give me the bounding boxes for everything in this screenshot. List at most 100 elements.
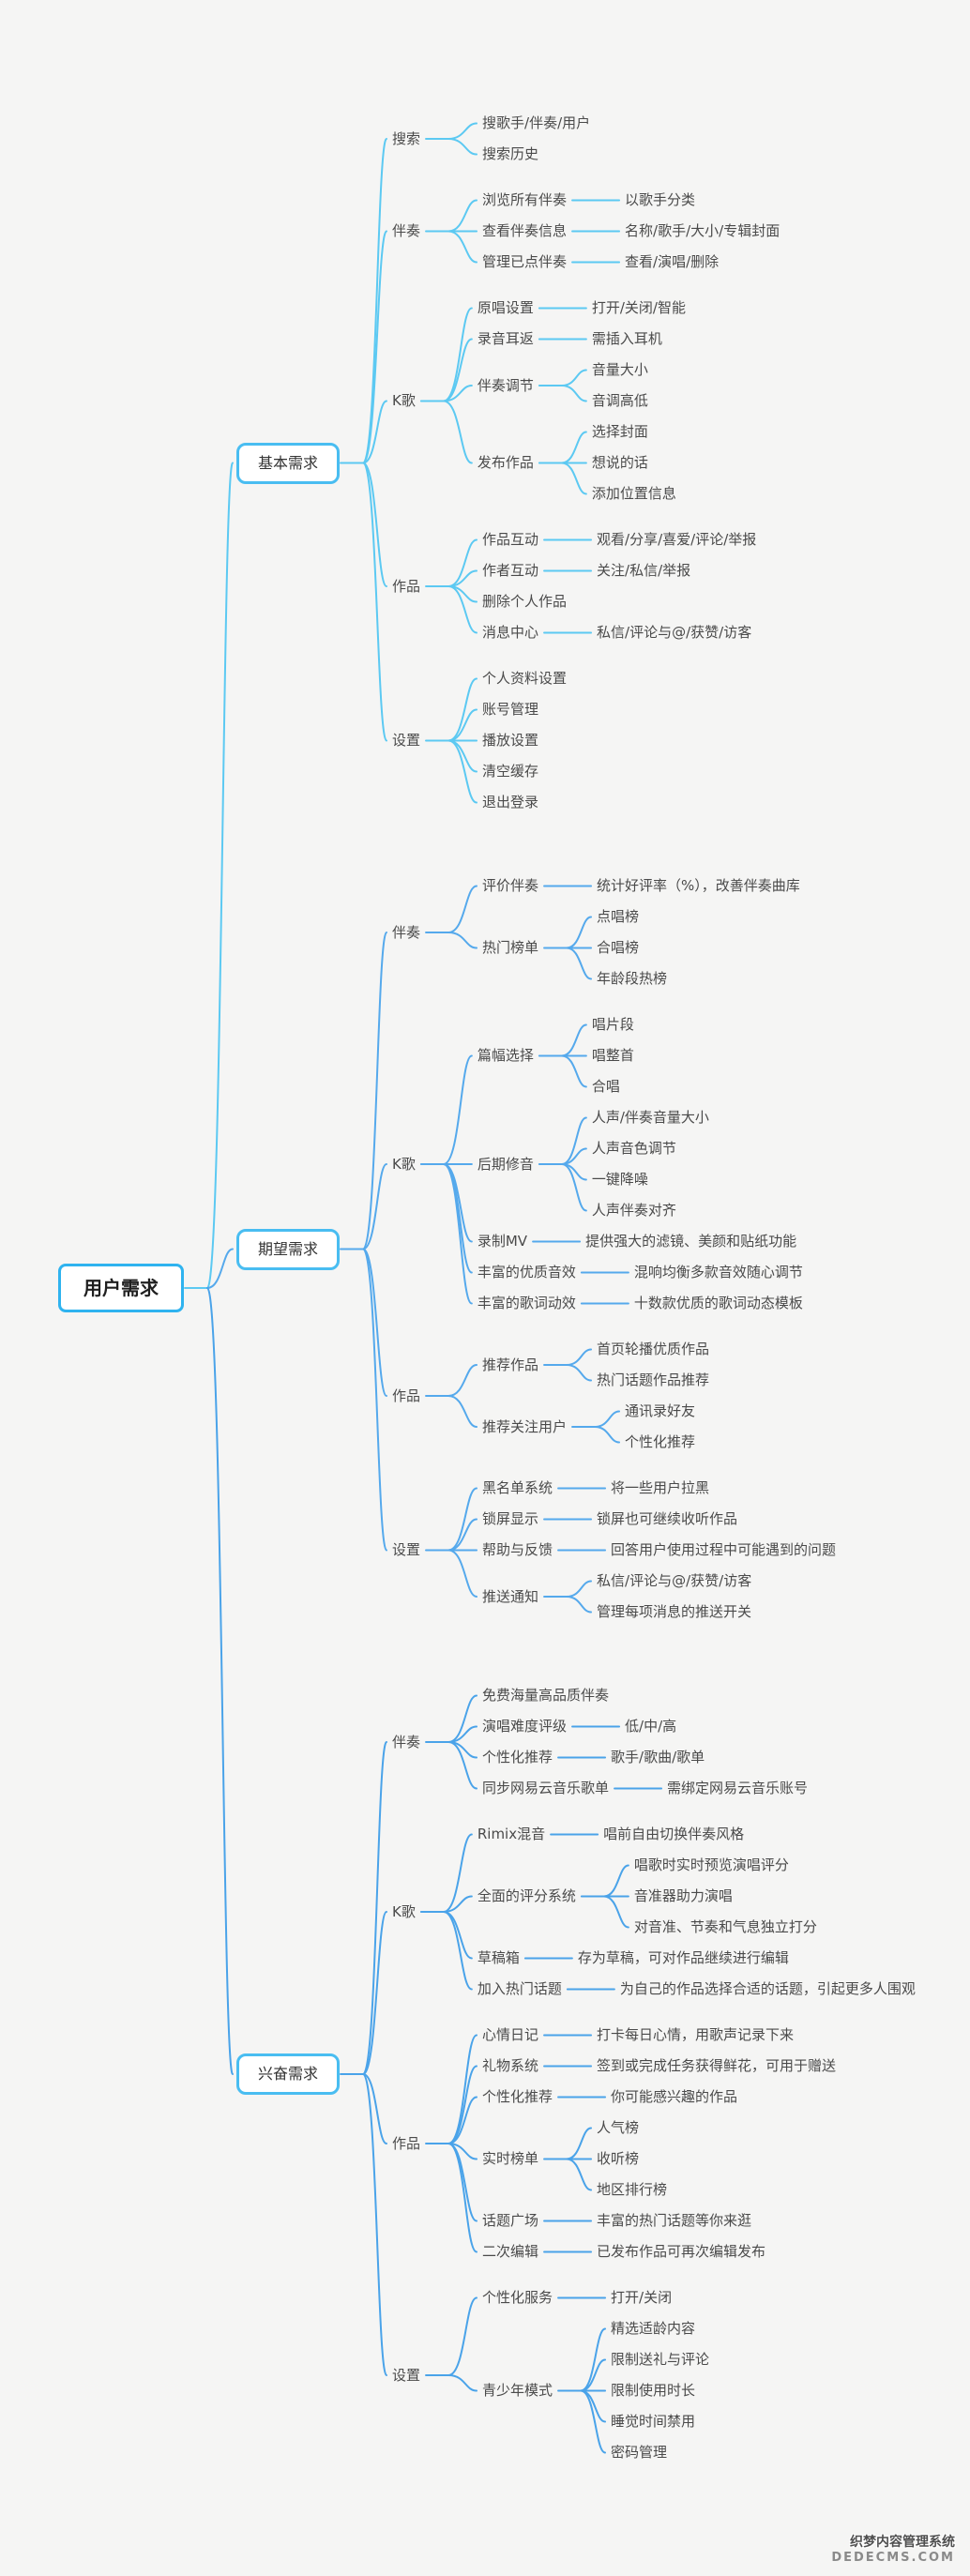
- sub-topic[interactable]: 加入热门话题: [477, 1980, 562, 1997]
- sub-topic[interactable]: 个性化推荐: [482, 1749, 553, 1765]
- sub-topic[interactable]: 伴奏: [392, 1733, 421, 1750]
- sub-topic[interactable]: 设置: [392, 2366, 421, 2384]
- leaf-topic[interactable]: 地区排行榜: [597, 2181, 668, 2198]
- leaf-topic[interactable]: 提供强大的滤镜、美颜和贴纸功能: [585, 1233, 797, 1250]
- sub-topic[interactable]: 心情日记: [482, 2026, 539, 2043]
- leaf-topic[interactable]: 搜歌手/伴奏/用户: [482, 114, 591, 131]
- sub-topic[interactable]: 礼物系统: [482, 2057, 539, 2074]
- leaf-topic[interactable]: 人声音色调节: [591, 1140, 676, 1157]
- leaf-topic[interactable]: 人声伴奏对齐: [591, 1202, 676, 1219]
- leaf-topic[interactable]: 限制使用时长: [611, 2382, 696, 2399]
- leaf-topic[interactable]: 打卡每日心情，用歌声记录下来: [597, 2026, 795, 2043]
- sub-topic[interactable]: 发布作品: [477, 454, 534, 471]
- leaf-topic[interactable]: 账号管理: [482, 701, 539, 718]
- sub-topic[interactable]: 后期修音: [477, 1155, 534, 1173]
- leaf-topic[interactable]: 收听榜: [597, 2150, 640, 2167]
- leaf-topic[interactable]: 热门话题作品推荐: [597, 1371, 710, 1388]
- sub-topic[interactable]: 二次编辑: [482, 2243, 539, 2260]
- sub-topic[interactable]: 实时榜单: [482, 2150, 539, 2167]
- sub-topic[interactable]: 作品: [392, 577, 421, 595]
- sub-topic[interactable]: 原唱设置: [477, 299, 534, 316]
- leaf-topic[interactable]: 清空缓存: [482, 763, 539, 780]
- sub-topic[interactable]: 个性化服务: [482, 2289, 553, 2306]
- leaf-topic[interactable]: 需绑定网易云音乐账号: [667, 1780, 809, 1796]
- sub-topic[interactable]: 推荐作品: [482, 1356, 539, 1373]
- leaf-topic[interactable]: 打开/关闭: [611, 2289, 673, 2306]
- leaf-topic[interactable]: 退出登录: [482, 794, 539, 811]
- sub-topic[interactable]: 热门榜单: [482, 939, 539, 956]
- sub-topic[interactable]: K歌: [392, 1902, 416, 1920]
- leaf-topic[interactable]: 已发布作品可再次编辑发布: [597, 2243, 766, 2260]
- leaf-topic[interactable]: 限制送礼与评论: [611, 2351, 710, 2368]
- leaf-topic[interactable]: 个人资料设置: [482, 670, 568, 687]
- leaf-topic[interactable]: 需插入耳机: [591, 330, 662, 347]
- leaf-topic[interactable]: 十数款优质的歌词动态模板: [633, 1295, 803, 1311]
- leaf-topic[interactable]: 丰富的热门话题等你来逛: [597, 2212, 752, 2229]
- leaf-topic[interactable]: 音量大小: [591, 361, 648, 378]
- sub-topic[interactable]: K歌: [392, 392, 416, 409]
- leaf-topic[interactable]: 删除个人作品: [482, 593, 568, 610]
- sub-topic[interactable]: 篇幅选择: [477, 1047, 534, 1064]
- leaf-topic[interactable]: 年龄段热榜: [597, 970, 668, 987]
- sub-topic[interactable]: 个性化推荐: [482, 2088, 553, 2105]
- leaf-topic[interactable]: 对音准、节奏和气息独立打分: [633, 1918, 817, 1935]
- sub-topic[interactable]: 录制MV: [477, 1233, 528, 1250]
- leaf-topic[interactable]: 关注/私信/举报: [597, 562, 691, 579]
- leaf-topic[interactable]: 睡觉时间禁用: [611, 2413, 696, 2430]
- leaf-topic[interactable]: 观看/分享/喜爱/评论/举报: [597, 531, 757, 548]
- sub-topic[interactable]: 作者互动: [482, 562, 539, 579]
- sub-topic[interactable]: 设置: [392, 732, 421, 749]
- branch-topic[interactable]: 期望需求: [236, 1228, 341, 1270]
- leaf-topic[interactable]: 播放设置: [482, 732, 539, 749]
- leaf-topic[interactable]: 一键降噪: [591, 1171, 648, 1188]
- leaf-topic[interactable]: 统计好评率（%），改善伴奏曲库: [597, 877, 800, 894]
- sub-topic[interactable]: 同步网易云音乐歌单: [482, 1780, 610, 1796]
- leaf-topic[interactable]: 查看/演唱/删除: [625, 253, 720, 270]
- sub-topic[interactable]: 全面的评分系统: [477, 1887, 576, 1904]
- sub-topic[interactable]: 演唱难度评级: [482, 1718, 568, 1735]
- leaf-topic[interactable]: 合唱榜: [597, 939, 640, 956]
- sub-topic[interactable]: 伴奏: [392, 923, 421, 941]
- leaf-topic[interactable]: 私信/评论与@/获赞/访客: [597, 624, 752, 641]
- sub-topic[interactable]: 设置: [392, 1541, 421, 1558]
- sub-topic[interactable]: 作品: [392, 1386, 421, 1404]
- sub-topic[interactable]: 管理已点伴奏: [482, 253, 568, 270]
- leaf-topic[interactable]: 存为草稿，可对作品继续进行编辑: [577, 1949, 789, 1966]
- sub-topic[interactable]: 话题广场: [482, 2212, 539, 2229]
- sub-topic[interactable]: 推送通知: [482, 1587, 539, 1605]
- leaf-topic[interactable]: 锁屏也可继续收听作品: [597, 1510, 738, 1527]
- leaf-topic[interactable]: 音调高低: [591, 392, 648, 409]
- leaf-topic[interactable]: 签到或完成任务获得鲜花，可用于赠送: [597, 2057, 837, 2074]
- sub-topic[interactable]: 查看伴奏信息: [482, 222, 568, 239]
- sub-topic[interactable]: K歌: [392, 1155, 416, 1173]
- sub-topic[interactable]: 锁屏显示: [482, 1510, 539, 1527]
- leaf-topic[interactable]: 免费海量高品质伴奏: [482, 1687, 610, 1704]
- leaf-topic[interactable]: 想说的话: [591, 454, 648, 471]
- sub-topic[interactable]: 伴奏调节: [477, 376, 534, 394]
- leaf-topic[interactable]: 名称/歌手/大小/专辑封面: [625, 222, 781, 239]
- leaf-topic[interactable]: 搜索历史: [482, 145, 539, 162]
- sub-topic[interactable]: 消息中心: [482, 624, 539, 641]
- sub-topic[interactable]: 帮助与反馈: [482, 1541, 553, 1558]
- leaf-topic[interactable]: 通讯录好友: [625, 1402, 696, 1419]
- leaf-topic[interactable]: 唱片段: [591, 1016, 634, 1033]
- sub-topic[interactable]: Rimix混音: [477, 1826, 546, 1842]
- sub-topic[interactable]: 黑名单系统: [482, 1479, 553, 1496]
- leaf-topic[interactable]: 人气榜: [597, 2119, 640, 2136]
- leaf-topic[interactable]: 添加位置信息: [591, 485, 676, 502]
- leaf-topic[interactable]: 你可能感兴趣的作品: [611, 2088, 738, 2105]
- sub-topic[interactable]: 录音耳返: [477, 330, 534, 347]
- leaf-topic[interactable]: 歌手/歌曲/歌单: [611, 1749, 705, 1765]
- leaf-topic[interactable]: 混响均衡多款音效随心调节: [633, 1264, 803, 1280]
- sub-topic[interactable]: 搜索: [392, 129, 421, 147]
- leaf-topic[interactable]: 合唱: [591, 1078, 620, 1095]
- leaf-topic[interactable]: 首页轮播优质作品: [597, 1341, 710, 1357]
- leaf-topic[interactable]: 音准器助力演唱: [633, 1887, 733, 1904]
- leaf-topic[interactable]: 个性化推荐: [625, 1433, 696, 1450]
- branch-topic[interactable]: 兴奋需求: [236, 2053, 341, 2095]
- leaf-topic[interactable]: 精选适龄内容: [611, 2320, 696, 2337]
- sub-topic[interactable]: 丰富的优质音效: [477, 1264, 576, 1280]
- sub-topic[interactable]: 青少年模式: [482, 2382, 553, 2399]
- sub-topic[interactable]: 浏览所有伴奏: [482, 191, 568, 208]
- leaf-topic[interactable]: 打开/关闭/智能: [591, 299, 686, 316]
